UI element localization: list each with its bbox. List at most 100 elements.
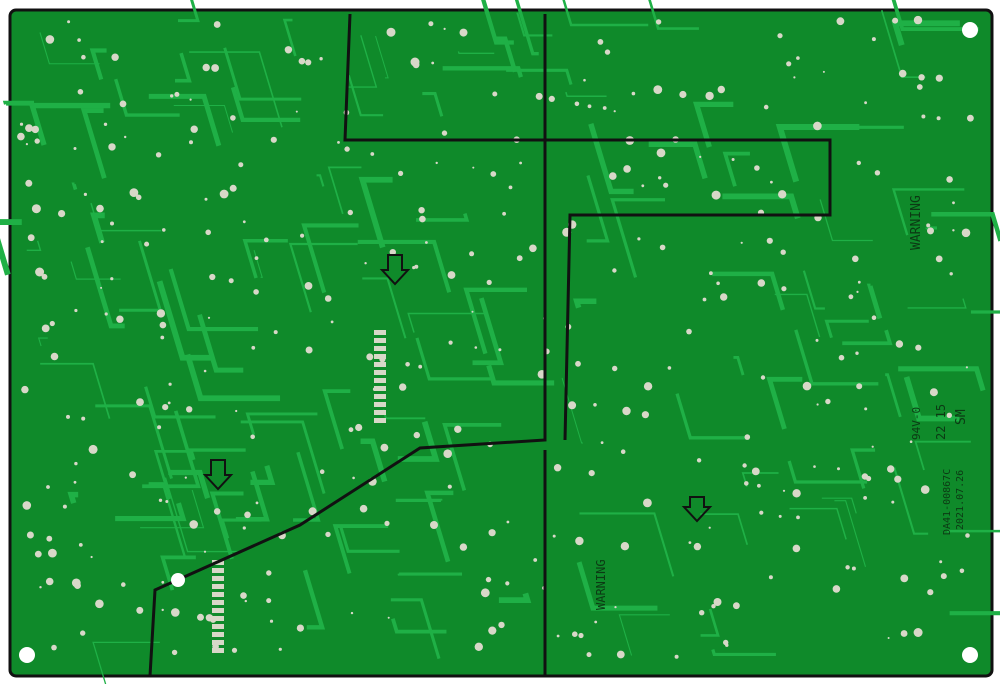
solder-pad xyxy=(936,116,941,121)
solder-pad xyxy=(230,115,236,121)
solder-pad xyxy=(490,171,497,177)
solder-pad xyxy=(622,406,631,416)
solder-pad xyxy=(31,204,41,214)
mounting-hole xyxy=(19,647,35,663)
solder-pad xyxy=(459,543,468,551)
solder-pad xyxy=(171,649,178,656)
trace xyxy=(144,386,216,419)
trace xyxy=(332,524,389,575)
solder-pad xyxy=(516,255,523,262)
solder-pad xyxy=(742,463,747,468)
solder-pad xyxy=(25,143,28,146)
solder-pad xyxy=(952,229,955,232)
trace xyxy=(565,91,607,97)
connector-pin xyxy=(374,330,386,335)
trace xyxy=(722,193,801,220)
solder-pad xyxy=(744,481,749,486)
solder-pad xyxy=(641,184,645,188)
trace xyxy=(925,226,937,230)
trace xyxy=(573,298,597,309)
solder-pad xyxy=(273,330,278,335)
solder-pad xyxy=(716,281,720,286)
solder-pad xyxy=(643,382,653,391)
solder-pad xyxy=(447,484,452,489)
solder-pad xyxy=(103,122,108,127)
solder-pad xyxy=(129,188,139,198)
trace xyxy=(230,86,301,122)
solder-pad xyxy=(533,558,538,562)
solder-pad xyxy=(46,535,53,542)
trace xyxy=(209,491,244,560)
solder-pad xyxy=(155,152,162,158)
solder-pad xyxy=(45,577,54,586)
solder-pad xyxy=(51,644,57,651)
solder-pad xyxy=(48,548,57,558)
solder-pad xyxy=(845,565,850,570)
solder-pad xyxy=(41,324,50,333)
solder-pad xyxy=(699,610,705,616)
trace xyxy=(891,0,979,31)
connector-pin xyxy=(374,346,386,351)
solder-pad xyxy=(535,92,543,100)
solder-pad xyxy=(330,320,334,324)
solder-pad xyxy=(656,148,666,158)
solder-pad xyxy=(659,244,666,251)
solder-pad xyxy=(305,346,313,354)
mounting-hole xyxy=(962,647,978,663)
connector-pin xyxy=(212,600,224,605)
solder-pad xyxy=(871,315,877,321)
trace xyxy=(37,337,48,347)
solder-pad xyxy=(472,166,475,169)
solder-pad xyxy=(825,398,831,405)
solder-pad xyxy=(96,204,104,213)
trace xyxy=(164,477,241,553)
trace xyxy=(140,489,205,529)
solder-pad xyxy=(851,566,856,571)
solder-pad xyxy=(443,449,453,459)
solder-pad xyxy=(270,136,277,143)
trace xyxy=(235,470,270,522)
trace xyxy=(821,497,857,514)
solder-pad xyxy=(266,570,272,576)
solder-pad xyxy=(21,385,29,394)
solder-pad xyxy=(66,414,70,419)
solder-pad xyxy=(100,240,104,244)
part-number-label: DA41-00867C xyxy=(942,469,953,535)
solder-pad xyxy=(593,403,597,407)
solder-pad xyxy=(73,147,77,150)
solder-pad xyxy=(34,550,42,558)
solder-pad xyxy=(67,20,71,24)
solder-pad xyxy=(81,416,86,421)
solder-pad xyxy=(781,286,787,292)
solder-pad xyxy=(857,280,861,284)
solder-pad xyxy=(278,647,282,651)
arrow-marker-icon xyxy=(379,254,411,286)
solder-pad xyxy=(111,53,119,61)
solder-pad xyxy=(135,194,142,201)
trace xyxy=(407,312,488,333)
trace xyxy=(802,270,825,310)
solder-pad xyxy=(770,180,773,184)
trace xyxy=(722,151,750,187)
solder-pad xyxy=(959,568,965,574)
trace xyxy=(774,293,821,338)
solder-pad xyxy=(448,340,453,345)
solder-pad xyxy=(158,498,163,502)
trace xyxy=(153,450,189,500)
trace xyxy=(422,92,444,117)
solder-pad xyxy=(815,338,819,342)
trace xyxy=(914,440,971,471)
solder-pad xyxy=(653,85,663,94)
solder-pad xyxy=(488,626,497,635)
solder-pad xyxy=(604,49,611,55)
solder-pad xyxy=(344,146,350,152)
connector-pin xyxy=(374,394,386,399)
solder-pad xyxy=(874,170,881,176)
trace xyxy=(360,438,388,483)
warning-label: WARNING xyxy=(909,195,924,250)
connector-pin xyxy=(374,362,386,367)
solder-pad xyxy=(412,266,416,270)
solder-pad xyxy=(909,440,913,444)
solder-pad xyxy=(231,647,238,653)
solder-pad xyxy=(170,94,174,98)
